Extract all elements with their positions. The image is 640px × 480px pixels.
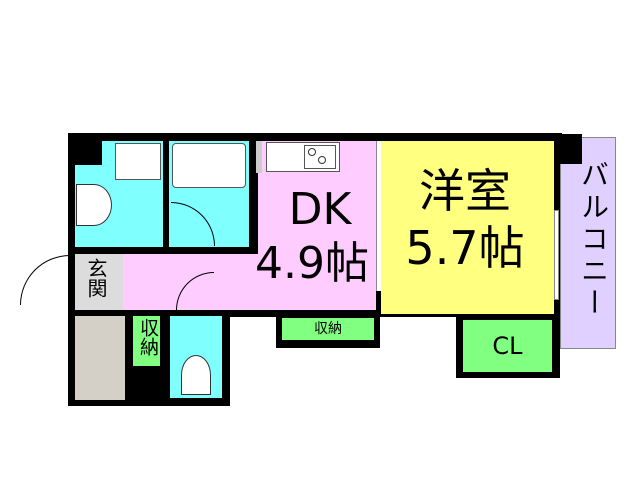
closet-label: CL (492, 332, 523, 360)
western-label: 洋室 (419, 164, 511, 218)
washing-machine-space (115, 143, 161, 180)
entrance (75, 254, 123, 310)
front-door-icon (20, 255, 70, 305)
sink-icon (76, 184, 112, 226)
dk-lower (258, 254, 376, 310)
window (554, 210, 559, 300)
western-room (381, 141, 554, 314)
dk-size: 4.9帖 (255, 238, 369, 289)
burner-icon (318, 156, 326, 164)
dk-label: DK (288, 184, 352, 235)
shoe-storage (75, 316, 125, 400)
stove-icon (304, 145, 336, 169)
balcony-label: バルコニー (577, 160, 610, 320)
kitchen-counter (266, 142, 340, 172)
balcony (560, 137, 616, 349)
fridge-space (256, 141, 262, 173)
dk-storage-label: 収納 (314, 321, 342, 337)
dk-storage (282, 318, 374, 340)
storage-small-label: 収納 (137, 318, 159, 356)
closet (463, 320, 552, 372)
western-size: 5.7帖 (405, 221, 525, 275)
storage-small (133, 316, 160, 366)
toilet-icon (181, 355, 211, 395)
corner-pillar (70, 135, 102, 165)
entrance-label: 玄関 (84, 258, 108, 298)
bathtub-icon (172, 143, 246, 188)
burner-icon (308, 148, 316, 156)
balcony-pillar (558, 134, 582, 164)
sliding-door (376, 141, 381, 291)
